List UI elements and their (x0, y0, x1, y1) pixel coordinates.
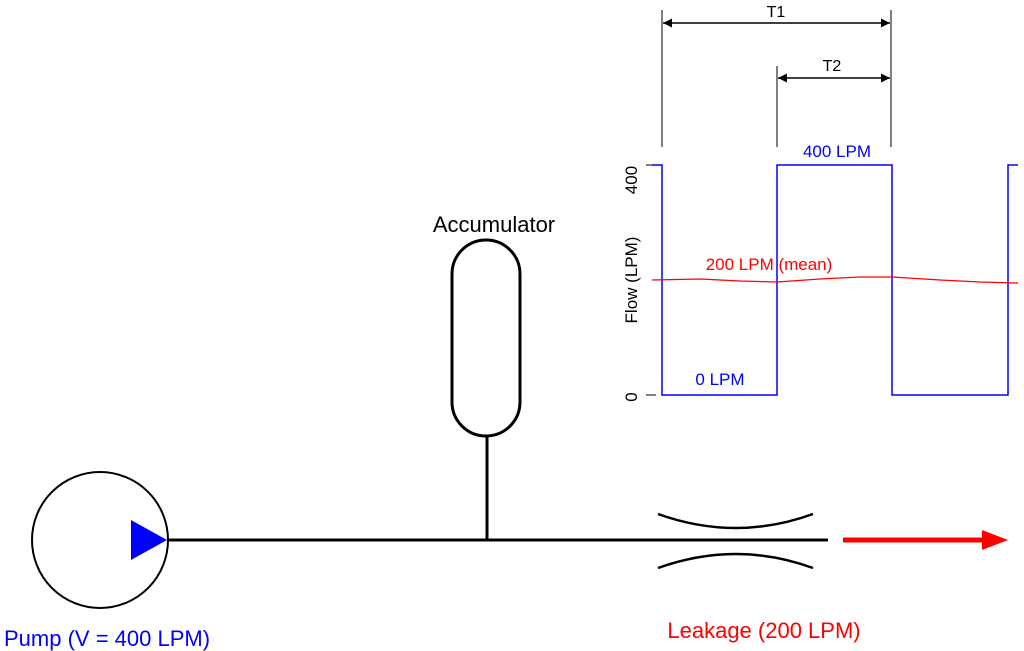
y-tick-min-label: 0 (622, 392, 641, 401)
flow-square-wave (652, 164, 1018, 396)
accumulator-label: Accumulator (433, 212, 555, 237)
t1-label: T1 (767, 4, 786, 21)
orifice-top-curve (657, 512, 814, 530)
y-tick-max-label: 400 (622, 166, 641, 194)
leakage-label: Leakage (200 LPM) (667, 618, 860, 643)
pump-triangle-icon (131, 520, 167, 560)
mean-label: 200 LPM (mean) (706, 255, 833, 274)
t2-label: T2 (823, 58, 842, 75)
y-axis-label: Flow (LPM) (622, 237, 641, 324)
flow-high-label: 400 LPM (803, 142, 871, 161)
leakage-arrow-icon (982, 530, 1008, 550)
flow-low-label: 0 LPM (695, 370, 744, 389)
accumulator-body (450, 238, 522, 438)
orifice-bottom-curve (657, 552, 814, 570)
mean-flow-line (651, 276, 1019, 284)
pump-label: Pump (V = 400 LPM) (4, 626, 210, 651)
